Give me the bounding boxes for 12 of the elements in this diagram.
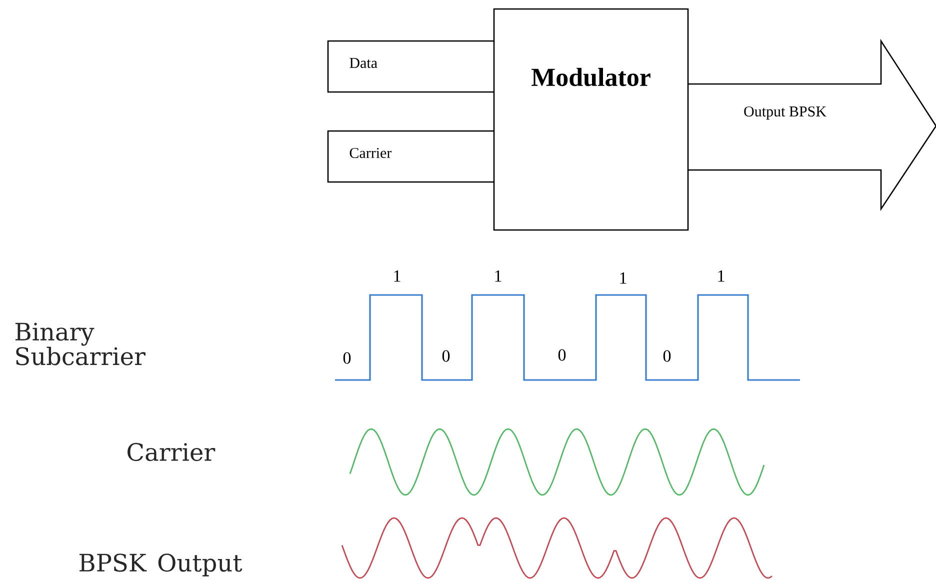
- waveform-label: Carrier: [128, 442, 216, 462]
- bit-label: 1: [620, 272, 626, 284]
- bit-label: 0: [442, 350, 450, 362]
- bit-label: 0: [343, 352, 351, 364]
- bit-label: 1: [495, 270, 502, 282]
- bit-label: 0: [558, 349, 566, 361]
- waveform-label: BPSK Output: [80, 554, 242, 576]
- bit-label: 1: [394, 270, 400, 282]
- waveform-label: Binary Subcarrier: [16, 322, 146, 366]
- bit-label: 0: [663, 350, 671, 362]
- modulator-box: Modulator: [493, 8, 689, 231]
- bit-label: 1: [718, 270, 724, 282]
